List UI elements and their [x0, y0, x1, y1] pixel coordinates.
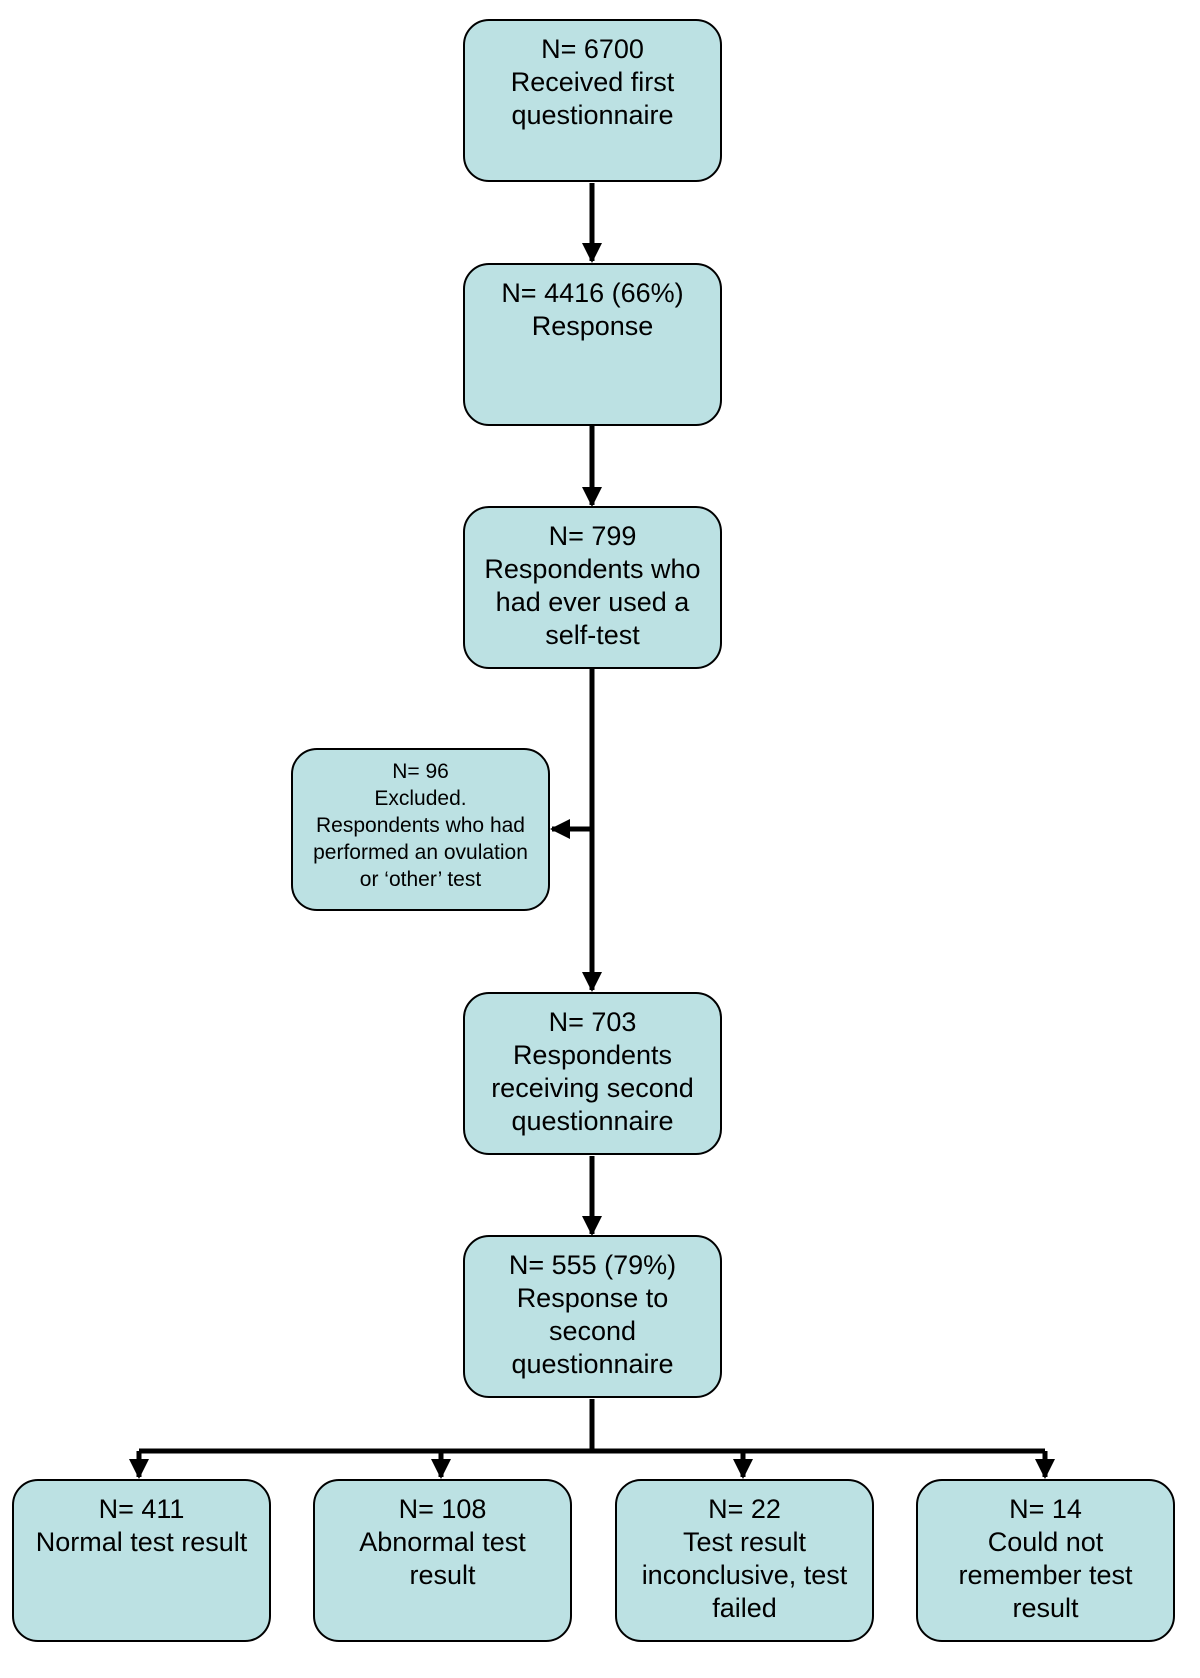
node-line: Response to — [516, 1283, 669, 1313]
node-line: self-test — [545, 620, 640, 650]
node-line: Respondents who had — [316, 814, 525, 837]
node-line: result — [409, 1560, 476, 1590]
node-abnormal-result: N= 108 Abnormal test result — [313, 1479, 572, 1642]
node-line: N= 4416 (66%) — [501, 278, 684, 308]
node-line: second — [548, 1316, 637, 1346]
node-line: N= 799 — [548, 521, 637, 551]
node-line: questionnaire — [511, 1349, 674, 1379]
node-line: Excluded. — [374, 787, 467, 810]
node-line: Normal test result — [35, 1527, 248, 1557]
node-line: N= 703 — [548, 1007, 637, 1037]
node-could-not-remember: N= 14 Could not remember test result — [916, 1479, 1175, 1642]
node-line: N= 14 — [1009, 1494, 1082, 1524]
node-received-first-questionnaire: N= 6700 Received first questionnaire — [463, 19, 722, 182]
node-line: result — [1012, 1593, 1079, 1623]
node-line: failed — [712, 1593, 777, 1623]
node-line: Could not — [987, 1527, 1104, 1557]
node-line: remember test — [958, 1560, 1133, 1590]
node-line: inconclusive, test — [641, 1560, 848, 1590]
node-response-to-second: N= 555 (79%) Response to second question… — [463, 1235, 722, 1398]
node-line: Test result — [682, 1527, 807, 1557]
node-line: Abnormal test — [359, 1527, 526, 1557]
node-line: had ever used a — [495, 587, 690, 617]
node-line: N= 555 (79%) — [508, 1250, 677, 1280]
node-line: Respondents who — [484, 554, 701, 584]
node-line: performed an ovulation — [313, 841, 528, 864]
node-line: Respondents — [512, 1040, 673, 1070]
node-line: Received first — [510, 67, 675, 97]
node-line: N= 411 — [98, 1494, 185, 1524]
node-self-test-users: N= 799 Respondents who had ever used a s… — [463, 506, 722, 669]
node-line: questionnaire — [511, 1106, 674, 1136]
node-receiving-second-questionnaire: N= 703 Respondents receiving second ques… — [463, 992, 722, 1155]
node-line: N= 96 — [392, 760, 449, 783]
node-inconclusive-result: N= 22 Test result inconclusive, test fai… — [615, 1479, 874, 1642]
node-line: N= 6700 — [541, 34, 644, 64]
node-line: Response — [531, 311, 654, 341]
node-line: receiving second — [491, 1073, 694, 1103]
node-line: or ‘other’ test — [359, 868, 482, 891]
node-line: questionnaire — [511, 100, 674, 130]
node-excluded: N= 96 Excluded. Respondents who had perf… — [291, 748, 550, 911]
node-response: N= 4416 (66%) Response — [463, 263, 722, 426]
node-normal-result: N= 411 Normal test result — [12, 1479, 271, 1642]
node-line: N= 22 — [708, 1494, 781, 1524]
node-line: N= 108 — [398, 1494, 487, 1524]
